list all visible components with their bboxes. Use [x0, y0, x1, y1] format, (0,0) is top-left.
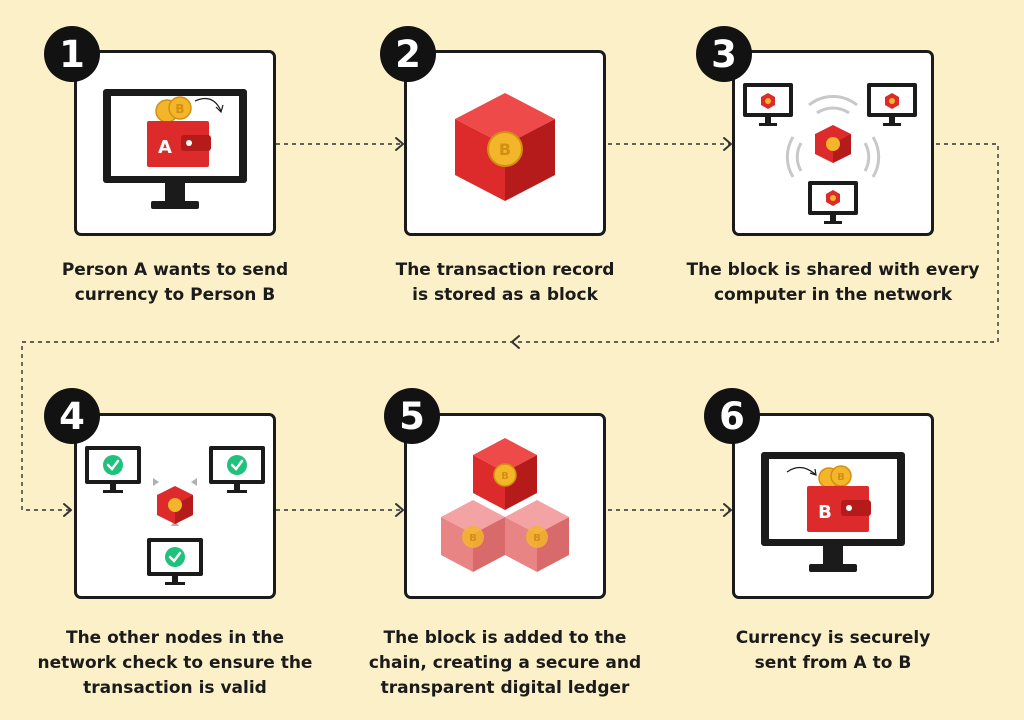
step-caption: The transaction record is stored as a bl… [355, 258, 655, 308]
connector-3-4 [21, 143, 999, 511]
caption-line: sent from A to B [754, 653, 912, 673]
wallet-a-monitor-icon: B A [103, 89, 247, 209]
block-chain-stack-icon: B B B [441, 438, 569, 572]
caption-line: network check to ensure the [37, 653, 313, 673]
caption-line: transaction is valid [83, 678, 267, 698]
svg-text:B: B [837, 472, 845, 483]
caption-line: chain, creating a secure and [368, 653, 642, 673]
step-card [74, 413, 276, 599]
node-verification-icon [85, 446, 265, 585]
step-card: B B [732, 413, 934, 599]
svg-text:B: B [533, 533, 541, 544]
arrowhead-icon [395, 503, 404, 517]
monitor-icon [209, 446, 265, 493]
caption-line: computer in the network [713, 285, 953, 305]
svg-text:B: B [499, 140, 511, 159]
red-block-top: B [473, 438, 537, 510]
caption-line: The block is added to the [383, 628, 627, 648]
step-card [732, 50, 934, 236]
wallet-b-monitor-icon: B B [761, 452, 905, 572]
step-caption: The block is added to the chain, creatin… [355, 626, 655, 701]
block-broadcast-network-icon [743, 83, 917, 224]
caption-line: The transaction record [395, 260, 615, 280]
svg-text:B: B [175, 102, 184, 116]
svg-text:B: B [501, 471, 509, 482]
caption-line: currency to Person B [74, 285, 276, 305]
step-caption: Currency is securely sent from A to B [683, 626, 983, 676]
arrowhead-icon [395, 137, 404, 151]
arrowhead-icon [723, 503, 732, 517]
step-caption: The block is shared with every computer … [683, 258, 983, 308]
caption-line: The block is shared with every [686, 260, 980, 280]
pink-block-left: B [441, 500, 505, 572]
monitor-icon [808, 181, 858, 224]
monitor-icon [867, 83, 917, 126]
pink-block-right: B [505, 500, 569, 572]
step-card: B [404, 50, 606, 236]
step-number-badge: 2 [380, 26, 436, 82]
bitcoin-block-icon: B [455, 93, 555, 201]
svg-text:B: B [818, 502, 832, 523]
svg-text:B: B [469, 533, 477, 544]
caption-line: is stored as a block [412, 285, 598, 305]
step-number-badge: 6 [704, 388, 760, 444]
monitor-icon [147, 538, 203, 585]
caption-line: Currency is securely [735, 628, 931, 648]
caption-line: Person A wants to send [61, 260, 289, 280]
arrowhead-icon [723, 137, 732, 151]
step-number-badge: 4 [44, 388, 100, 444]
step-number-badge: 3 [696, 26, 752, 82]
step-number-badge: 1 [44, 26, 100, 82]
step-caption: Person A wants to send currency to Perso… [25, 258, 325, 308]
svg-text:A: A [158, 137, 172, 158]
step-card: B A [74, 50, 276, 236]
monitor-icon [85, 446, 141, 493]
step-card: B B B [404, 413, 606, 599]
step-number-badge: 5 [384, 388, 440, 444]
caption-line: transparent digital ledger [380, 678, 630, 698]
monitor-icon [743, 83, 793, 126]
arrowhead-icon [511, 335, 520, 349]
arrowhead-icon [63, 503, 72, 517]
step-caption: The other nodes in the network check to … [25, 626, 325, 701]
caption-line: The other nodes in the [65, 628, 284, 648]
